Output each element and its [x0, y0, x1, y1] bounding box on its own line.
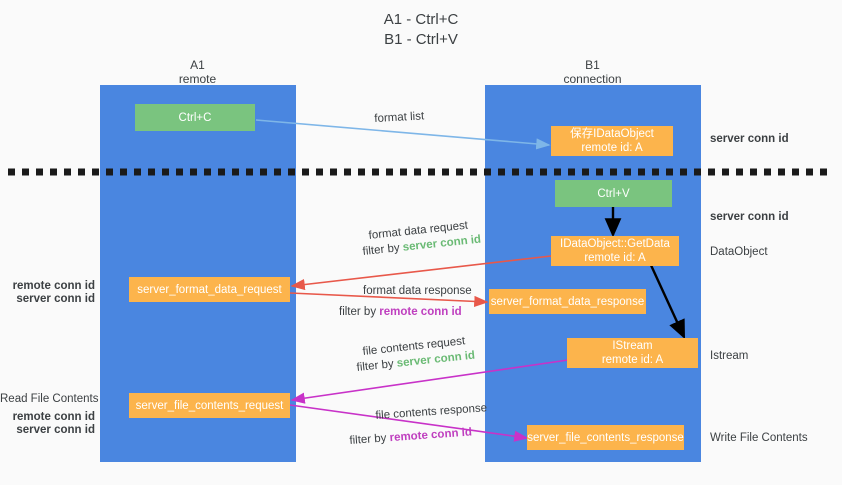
- box-server-format-data-response[interactable]: server_format_data_response: [489, 289, 646, 314]
- box-server-file-contents-response-label: server_file_contents_response: [527, 431, 684, 444]
- box-server-format-data-request[interactable]: server_format_data_request: [129, 277, 290, 302]
- filter-prefix: filter by: [349, 432, 391, 447]
- box-save-idataobject-line1: 保存IDataObject: [570, 128, 654, 140]
- title-line-2: B1 - Ctrl+V: [384, 31, 458, 48]
- box-istream-line2: remote id: A: [601, 354, 664, 366]
- lane-header-b1: B1 connection: [485, 58, 700, 86]
- box-save-idataobject[interactable]: 保存IDataObject remote id: A: [551, 126, 673, 156]
- edge-label-format-list-text: format list: [374, 110, 425, 125]
- lane-b1-sub: connection: [563, 72, 622, 86]
- lane-b1-name: B1: [585, 58, 600, 72]
- filter-key-remote-conn-id: remote conn id: [389, 426, 473, 445]
- edge-label-file-contents-response-filter: filter by remote conn id: [349, 425, 472, 448]
- annotation-write-file-contents: Write File Contents: [710, 432, 808, 444]
- filter-prefix: filter by: [362, 241, 404, 258]
- lane-header-a1: A1 remote: [100, 58, 295, 86]
- box-server-file-contents-request-label: server_file_contents_request: [135, 399, 284, 412]
- box-getdata-line1: IDataObject::GetData: [560, 238, 670, 250]
- edge-label-format-data-response-filter: filter by remote conn id: [339, 305, 462, 319]
- annotation-server-conn-id-top: server conn id: [710, 133, 789, 145]
- lane-a1-sub: remote: [178, 72, 217, 86]
- filter-prefix: filter by: [356, 357, 398, 374]
- box-save-idataobject-line2: remote id: A: [581, 142, 643, 154]
- diagram-title: A1 - Ctrl+C B1 - Ctrl+V: [0, 10, 842, 50]
- edge-label-file-contents-response-text: file contents response: [375, 402, 488, 422]
- box-server-format-data-request-label: server_format_data_request: [137, 283, 282, 296]
- box-server-file-contents-request[interactable]: server_file_contents_request: [129, 393, 290, 418]
- box-ctrl-v[interactable]: Ctrl+V: [555, 180, 672, 207]
- annotation-istream: Istream: [710, 350, 749, 362]
- lane-a1-name: A1: [190, 58, 205, 72]
- title-line-1: A1 - Ctrl+C: [383, 11, 459, 28]
- annotation-read-file-contents: Read File Contents: [0, 393, 99, 405]
- box-server-format-data-response-label: server_format_data_response: [490, 295, 645, 308]
- filter-prefix: filter by: [339, 306, 380, 318]
- edge-label-format-data-response-text: format data response: [363, 285, 472, 297]
- edge-label-file-contents-response: file contents response: [375, 401, 488, 423]
- annotation-remote-conn-id-1: remote conn id: [12, 280, 95, 292]
- box-server-file-contents-response[interactable]: server_file_contents_response: [527, 425, 684, 450]
- edge-label-format-data-response: format data response: [363, 284, 472, 298]
- edge-label-format-list: format list: [374, 109, 425, 126]
- box-istream[interactable]: IStream remote id: A: [567, 338, 698, 368]
- annotation-server-conn-id-mid: server conn id: [710, 211, 789, 223]
- annotation-server-conn-id-2: server conn id: [16, 424, 95, 436]
- box-ctrl-c-label: Ctrl+C: [178, 111, 212, 124]
- annotation-remote-conn-id-2: remote conn id: [12, 411, 95, 423]
- box-ctrl-c[interactable]: Ctrl+C: [135, 104, 255, 131]
- annotation-server-conn-id-1: server conn id: [16, 293, 95, 305]
- box-ctrl-v-label: Ctrl+V: [597, 187, 630, 200]
- filter-key-remote-conn-id: remote conn id: [379, 306, 462, 318]
- box-istream-line1: IStream: [612, 340, 653, 352]
- annotation-dataobject: DataObject: [710, 246, 768, 258]
- box-getdata-line2: remote id: A: [584, 252, 646, 264]
- box-idataobject-getdata[interactable]: IDataObject::GetData remote id: A: [551, 236, 679, 266]
